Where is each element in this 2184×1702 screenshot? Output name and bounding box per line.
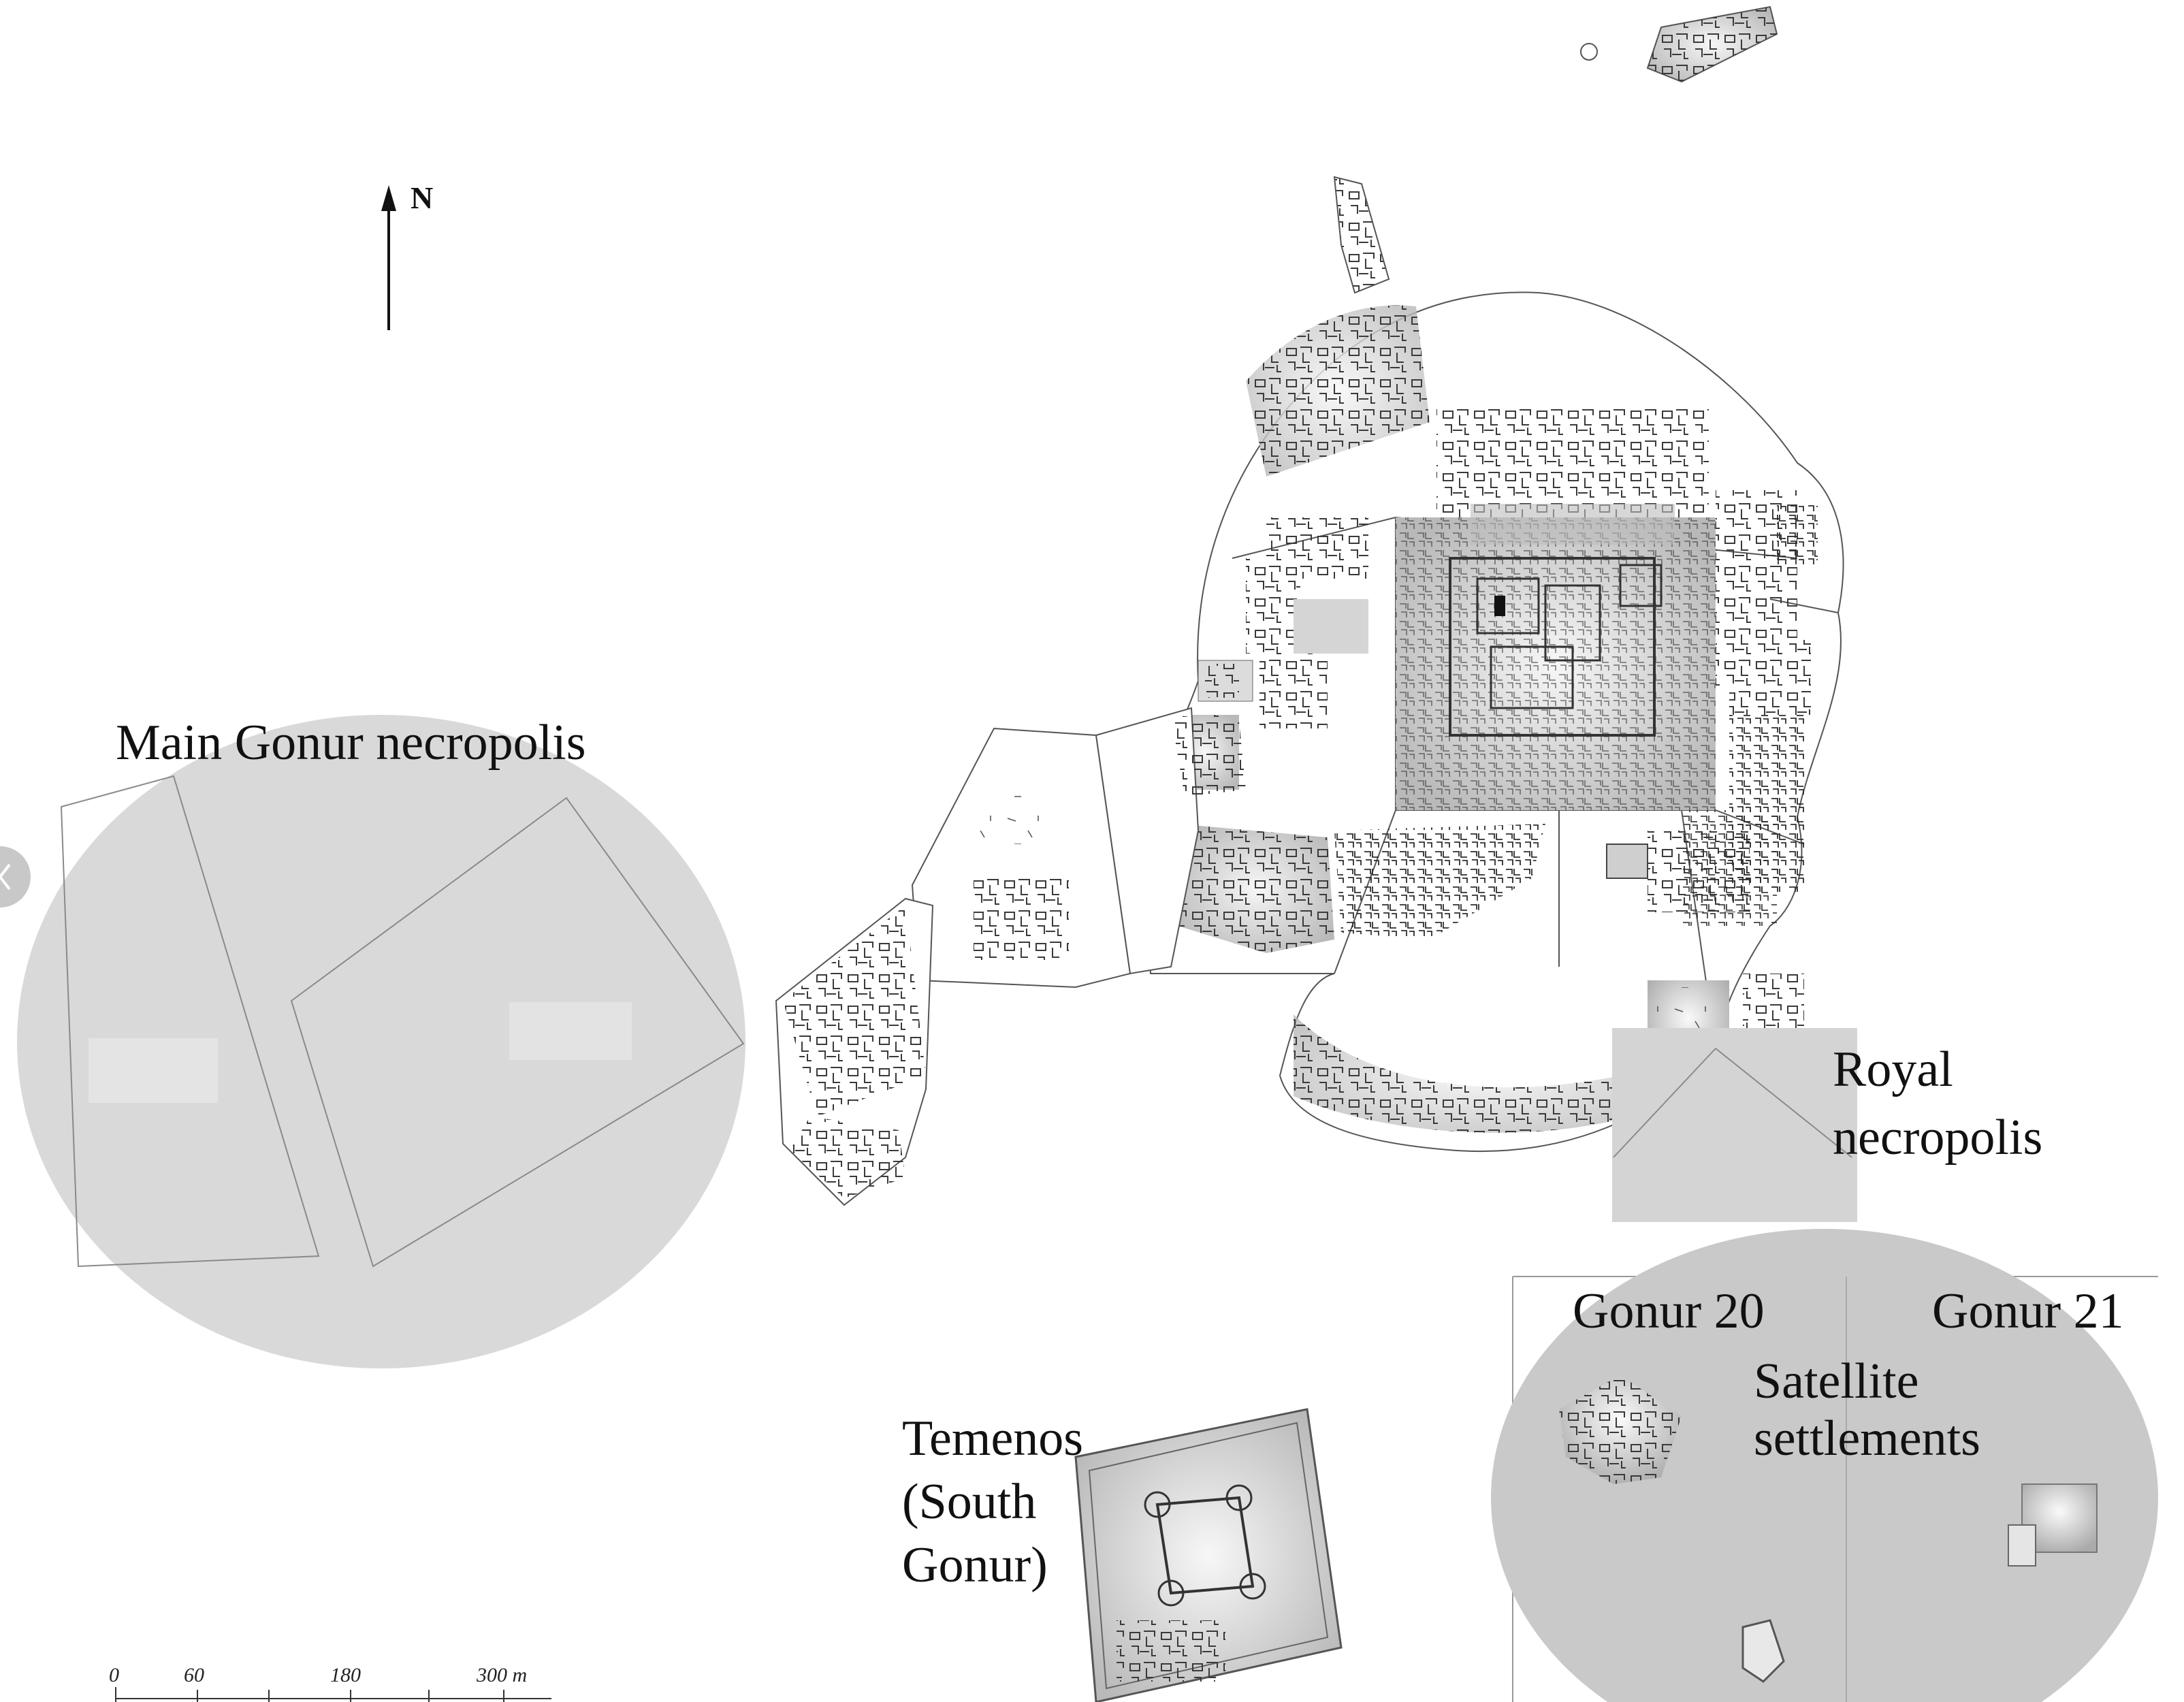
temenos-area: [1074, 1408, 1343, 1702]
scale-tick-0: 0: [109, 1664, 119, 1686]
temenos-label-line2: (South: [902, 1474, 1037, 1530]
gonur20-label: Gonur 20: [1573, 1283, 1765, 1339]
satellite-settlements-area: [1491, 1229, 2158, 1702]
north-arrow-icon: [381, 185, 396, 330]
main-necropolis-area: [17, 715, 745, 1368]
northern-outliers: [1333, 5, 1778, 294]
left-edge-control[interactable]: [0, 846, 31, 908]
scale-tick-180: 180: [330, 1664, 361, 1686]
temenos-label-line1: Temenos: [902, 1411, 1084, 1466]
scale-tick-300m: 300 m: [477, 1664, 528, 1686]
royal-necropolis-area: [1612, 1028, 1857, 1222]
north-label: N: [411, 180, 434, 215]
temenos-label-line3: Gonur): [902, 1537, 1048, 1593]
main-city-complex: [1142, 291, 1844, 1152]
main-necropolis-label: Main Gonur necropolis: [116, 715, 586, 771]
royal-necropolis-label-line1: Royal: [1833, 1042, 1953, 1097]
royal-necropolis-label-line2: necropolis: [1833, 1110, 2043, 1166]
western-sectors: [775, 707, 1246, 1206]
gonur21-label: Gonur 21: [1932, 1283, 2124, 1339]
scale-bar: [115, 1687, 551, 1702]
scale-tick-60: 60: [184, 1664, 204, 1686]
satellite-settlements-label-line2: settlements: [1754, 1411, 1980, 1466]
chevron-left-icon: [0, 863, 11, 890]
satellite-settlements-label-line1: Satellite: [1754, 1353, 1919, 1409]
